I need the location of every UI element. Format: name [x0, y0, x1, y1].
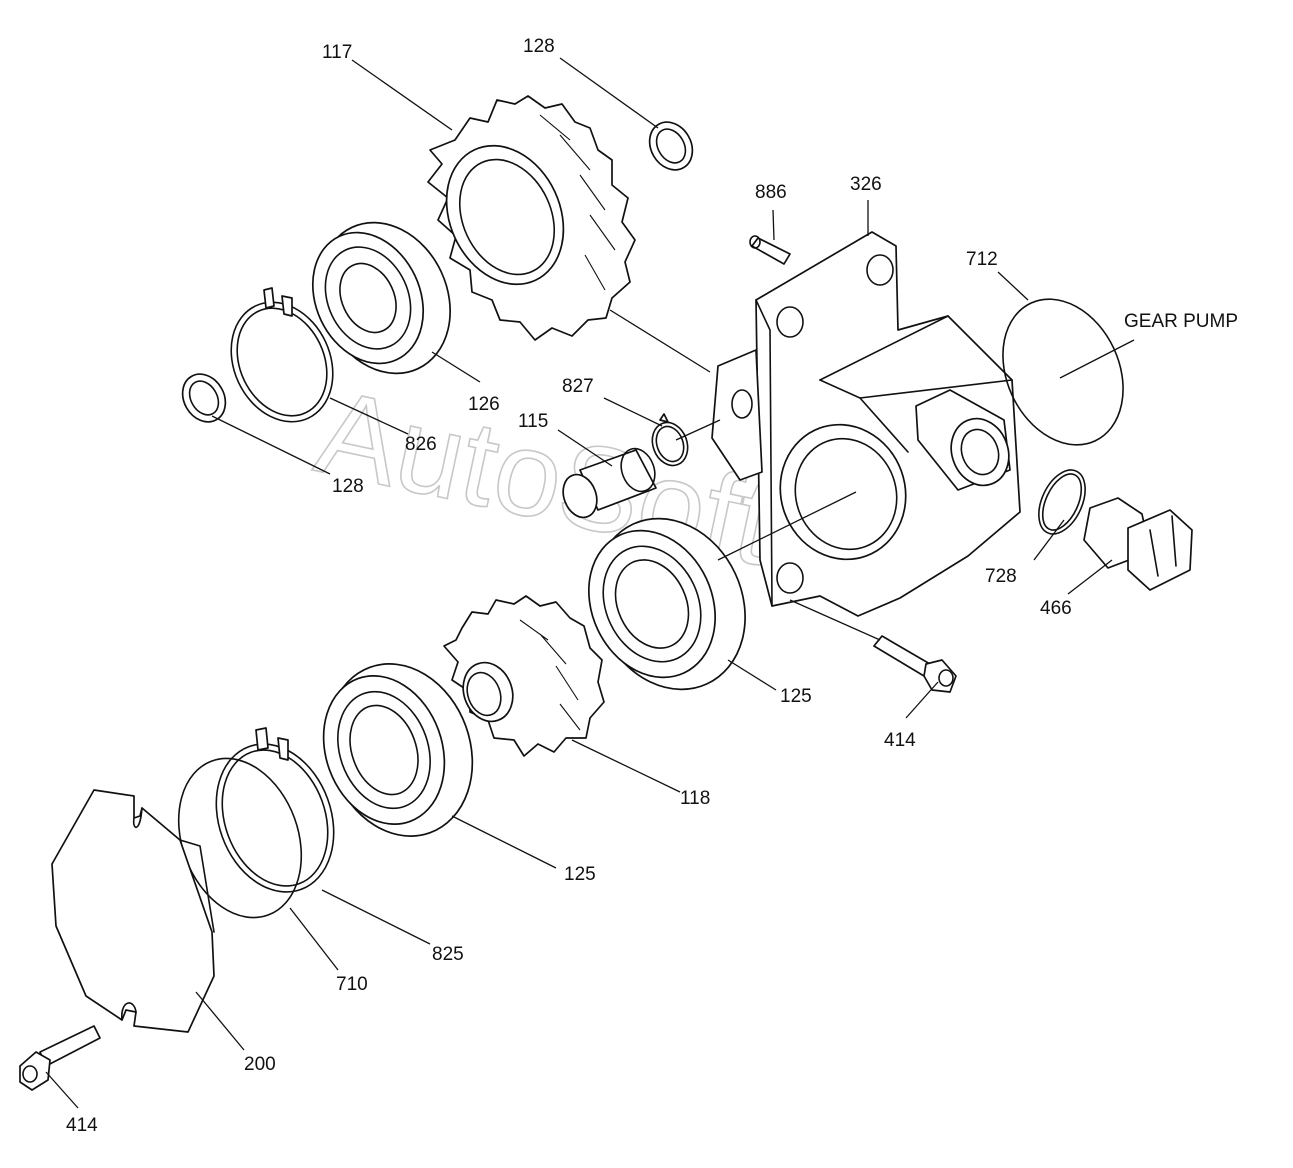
gear-118 [443, 595, 605, 757]
label-115: 115 [518, 411, 548, 432]
shaft-115 [562, 447, 657, 519]
bearing-125-lower [322, 663, 474, 837]
label-326: 326 [850, 174, 882, 195]
o-ring-728 [1038, 469, 1086, 535]
o-ring-712 [1002, 298, 1124, 446]
bolt-414-right [873, 635, 957, 693]
label-126: 126 [468, 394, 500, 415]
snap-ring-826 [230, 287, 334, 423]
spacer-ring-128-left [181, 373, 227, 423]
label-125-right: 125 [780, 686, 812, 707]
label-200: 200 [244, 1054, 276, 1075]
pin-886 [749, 235, 791, 265]
housing-326 [711, 231, 1021, 617]
leader-lines [45, 57, 1135, 1109]
label-128-top: 128 [523, 36, 555, 57]
label-825: 825 [432, 944, 464, 965]
snap-ring-825 [215, 727, 335, 893]
bearing-125-right [587, 517, 746, 691]
callout-labels: 117 128 886 326 712 GEAR PUMP 126 826 12… [66, 36, 1238, 1136]
bearing-126 [311, 221, 451, 375]
label-710: 710 [336, 974, 368, 995]
plate-200 [51, 789, 215, 1033]
label-118: 118 [680, 788, 710, 809]
label-466: 466 [1040, 598, 1072, 619]
plug-466 [1083, 497, 1193, 591]
label-728: 728 [985, 566, 1017, 587]
label-128-left: 128 [332, 476, 364, 497]
snap-ring-827 [651, 413, 689, 467]
label-886: 886 [755, 182, 787, 203]
gear-117 [427, 95, 636, 341]
label-414-right: 414 [884, 730, 916, 751]
label-117: 117 [322, 42, 352, 63]
label-712: 712 [966, 249, 998, 270]
label-826: 826 [405, 434, 437, 455]
label-gear-pump: GEAR PUMP [1124, 311, 1238, 332]
label-125-lower: 125 [564, 864, 596, 885]
label-414-left: 414 [66, 1115, 98, 1136]
spacer-ring-128-top [648, 121, 694, 171]
label-827: 827 [562, 376, 594, 397]
bolt-414-left [19, 1025, 101, 1091]
